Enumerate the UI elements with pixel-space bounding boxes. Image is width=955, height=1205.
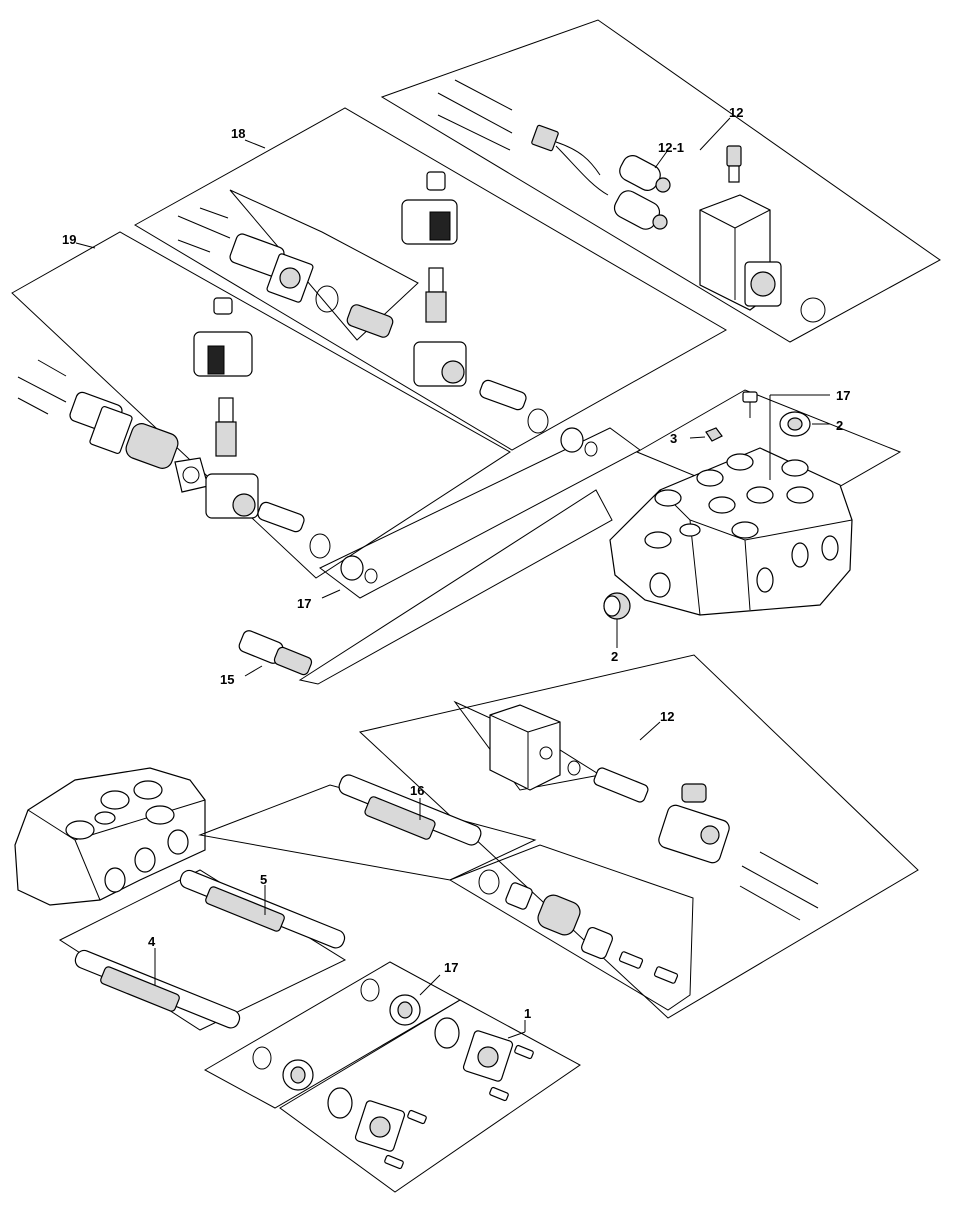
callout-2-top: 2 [836,418,843,433]
spool-19 [257,501,305,533]
housing-19 [205,473,259,519]
spring-19 [125,423,179,469]
spring-seat-16 [505,882,533,910]
callout-5: 5 [260,872,267,887]
group-19: 19 [11,231,511,579]
coil-19 [193,297,253,377]
bolts-12-mid [739,851,819,921]
part-15-relief-valve: 15 [220,489,613,687]
callout-1: 1 [524,1006,531,1021]
plug-2-top [779,411,811,437]
cover-1-b [354,1100,406,1152]
spool-18 [346,304,394,338]
group-18-outline [133,107,728,451]
lever-housing-12-mid [658,783,730,864]
bolts-18 [177,207,231,253]
coil-18 [401,171,458,245]
spool-18-b [479,379,527,411]
solenoid-stem-18 [425,267,447,323]
valve-body-top: 17 3 2 2 [603,388,902,664]
callout-17-bottom: 17 [444,960,458,975]
group-18: 18 [133,107,728,451]
block-12-mid [489,704,561,791]
group-18-inner-outline [229,189,419,341]
o-ring-12-top [800,297,826,323]
part-1-box [279,999,581,1193]
callout-2-mid: 2 [611,649,618,664]
plug-3 [705,427,723,442]
callout-19: 19 [62,232,76,247]
spool-16 [338,774,482,846]
spool-16-assembly: 16 [198,774,694,1011]
fitting-12-top [726,145,742,183]
callout-17-mid: 17 [297,596,311,611]
callout-12-mid: 12 [660,709,674,724]
part-15-leader [298,489,613,685]
o-ring-18-b [527,408,549,434]
spring-cap-16 [580,926,614,960]
o-ring-19 [309,533,331,559]
spool-16-box [198,784,537,881]
valve-body-bottom-ports [65,780,189,893]
valve-block-12-top [699,194,782,311]
seal-box-17-bottom [203,961,462,1109]
spool-4: 4 [74,934,241,1029]
gasket-19 [174,457,209,493]
callout-3: 3 [670,431,677,446]
valve-body-ports [644,453,839,598]
callout-4: 4 [148,934,156,949]
o-ring-12-mid [567,760,581,776]
solenoid-stem-19 [215,397,237,457]
callout-17-top: 17 [836,388,850,403]
spring-16 [537,894,581,936]
callout-16: 16 [410,783,424,798]
valve-cartridge-18 [229,233,314,303]
cover-1-a [462,1030,514,1082]
solenoid-12-1 [531,124,671,230]
part-1-cover-group: 1 [279,999,581,1193]
bolt-16 [618,951,679,984]
seal-box-17-mid [319,427,641,599]
seal-group-17-mid: 17 [297,427,641,611]
plug-2-mid [603,592,631,620]
bolts-19 [17,359,67,415]
valve-body-bottom [14,767,206,906]
cartridge-19 [69,391,133,455]
o-ring-18-a [315,285,339,313]
screw-17-top [742,391,758,418]
spool-16-parts-box [448,844,694,1011]
bolts-12-top [437,79,513,151]
spool-5: 5 [58,869,347,1031]
callout-12-top: 12 [729,105,743,120]
seal-group-17-bottom: 17 [203,960,462,1109]
rod-end-12-mid [593,767,649,803]
callout-12-1: 12-1 [658,140,684,155]
group-12-top: 12 12-1 [380,19,941,343]
snap-ring-16 [478,869,500,895]
callout-15: 15 [220,672,234,687]
group-12-top-outline [380,19,941,343]
housing-18 [413,341,467,387]
callout-18: 18 [231,126,245,141]
